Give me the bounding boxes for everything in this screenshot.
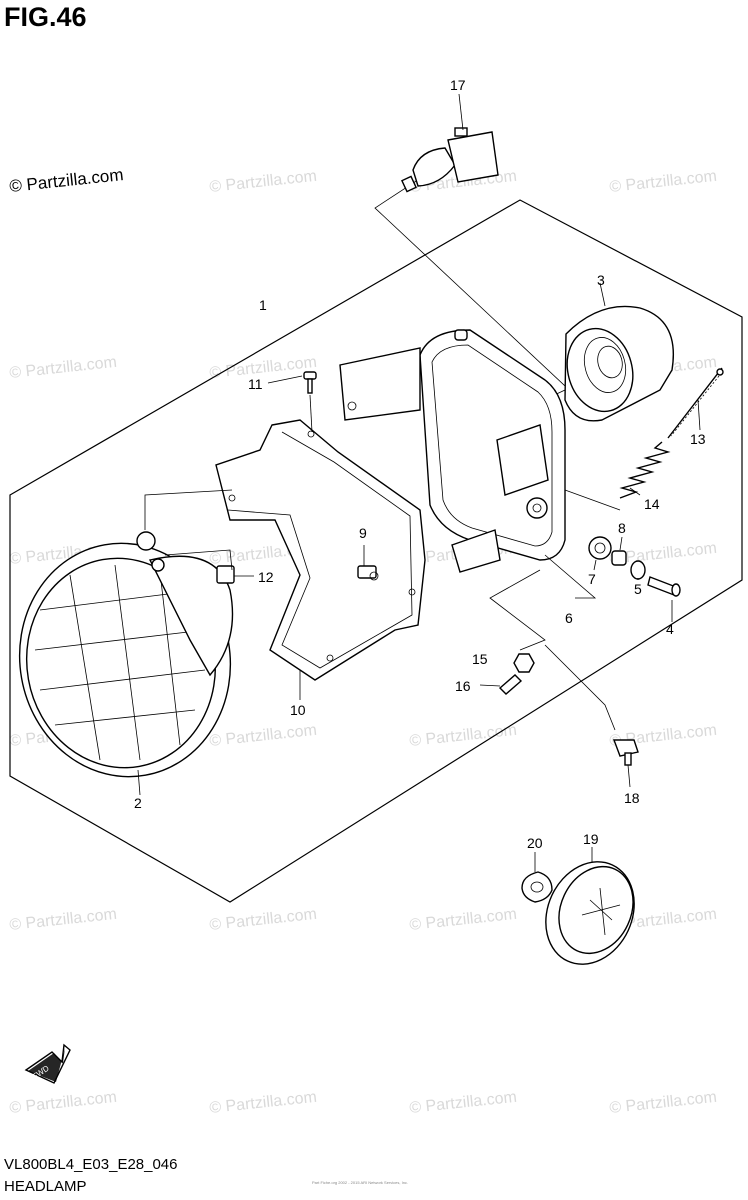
spring-part[interactable] bbox=[619, 441, 671, 499]
callout-8[interactable]: 8 bbox=[618, 520, 626, 536]
nut-9-part[interactable] bbox=[357, 545, 379, 581]
callout-11[interactable]: 11 bbox=[248, 376, 263, 392]
cushion-part[interactable] bbox=[588, 536, 612, 571]
figure-code: VL800BL4_E03_E28_046 bbox=[4, 1156, 178, 1173]
adjusting-screw-part[interactable] bbox=[667, 367, 724, 439]
assembly-boundary bbox=[9, 199, 743, 903]
callout-9[interactable]: 9 bbox=[359, 525, 367, 541]
bolt-18-part[interactable] bbox=[612, 739, 639, 788]
washer-part[interactable] bbox=[630, 560, 646, 580]
headlamp-housing-part[interactable] bbox=[547, 282, 674, 422]
callout-1[interactable]: 1 bbox=[259, 297, 267, 313]
nut-15-part[interactable] bbox=[513, 653, 535, 673]
forward-arrow: FWD bbox=[24, 1043, 71, 1084]
callout-4[interactable]: 4 bbox=[666, 621, 674, 637]
copyright-fine-print: Part Fiche.org 2002 - 2015 ARI Network S… bbox=[312, 1180, 409, 1185]
watermark: © Partzilla.com bbox=[209, 1089, 318, 1117]
pin-part[interactable] bbox=[479, 674, 523, 695]
collar-part[interactable] bbox=[611, 536, 627, 566]
nut-12-part[interactable] bbox=[216, 565, 254, 584]
callout-19[interactable]: 19 bbox=[583, 831, 599, 847]
cap-part[interactable] bbox=[530, 847, 651, 979]
callout-2[interactable]: 2 bbox=[134, 795, 142, 811]
watermark: © Partzilla.com bbox=[609, 168, 718, 196]
callout-15[interactable]: 15 bbox=[472, 651, 488, 667]
callout-12[interactable]: 12 bbox=[258, 569, 274, 585]
bulb-part[interactable] bbox=[401, 93, 499, 193]
watermark: © Partzilla.com bbox=[209, 906, 318, 934]
callout-18[interactable]: 18 bbox=[624, 790, 640, 806]
callout-17[interactable]: 17 bbox=[450, 77, 466, 93]
callout-3[interactable]: 3 bbox=[597, 272, 605, 288]
callout-13[interactable]: 13 bbox=[690, 431, 706, 447]
watermark: © Partzilla.com bbox=[609, 1089, 718, 1117]
bolt-4-part[interactable] bbox=[647, 576, 681, 622]
callout-7[interactable]: 7 bbox=[588, 571, 596, 587]
watermark: © Partzilla.com bbox=[209, 354, 318, 382]
lens-leaders bbox=[144, 489, 233, 571]
nut-20-part[interactable] bbox=[521, 852, 553, 903]
callout-20[interactable]: 20 bbox=[527, 835, 543, 851]
adjuster-leader bbox=[564, 489, 621, 511]
watermark: © Partzilla.com bbox=[9, 354, 118, 382]
screw-part[interactable] bbox=[267, 371, 317, 433]
watermark: © Partzilla.com bbox=[409, 722, 518, 750]
watermark: © Partzilla.com bbox=[209, 722, 318, 750]
callout-6[interactable]: 6 bbox=[565, 610, 573, 626]
callout-labels: 1 2 3 4 5 6 7 8 9 10 11 12 13 14 15 16 1… bbox=[134, 77, 706, 851]
watermark: © Partzilla.com bbox=[209, 168, 318, 196]
figure-name: HEADLAMP bbox=[4, 1178, 87, 1195]
headlamp-frame-part[interactable] bbox=[339, 329, 566, 573]
bracket-6-leader bbox=[544, 554, 597, 599]
bolt-18-leader bbox=[489, 569, 616, 731]
callout-16[interactable]: 16 bbox=[455, 678, 471, 694]
headlamp-bracket-part[interactable] bbox=[215, 419, 426, 700]
callout-5[interactable]: 5 bbox=[634, 581, 642, 597]
watermark: © Partzilla.com bbox=[9, 906, 118, 934]
watermark: © Partzilla.com bbox=[409, 1089, 518, 1117]
headlamp-lens-part[interactable] bbox=[1, 527, 248, 796]
watermark: © Partzilla.com bbox=[9, 1089, 118, 1117]
callout-14[interactable]: 14 bbox=[644, 496, 660, 512]
watermark-primary: © Partzilla.com bbox=[8, 165, 124, 196]
callout-10[interactable]: 10 bbox=[290, 702, 306, 718]
watermark: © Partzilla.com bbox=[409, 906, 518, 934]
figure-title: FIG.46 bbox=[4, 2, 87, 32]
